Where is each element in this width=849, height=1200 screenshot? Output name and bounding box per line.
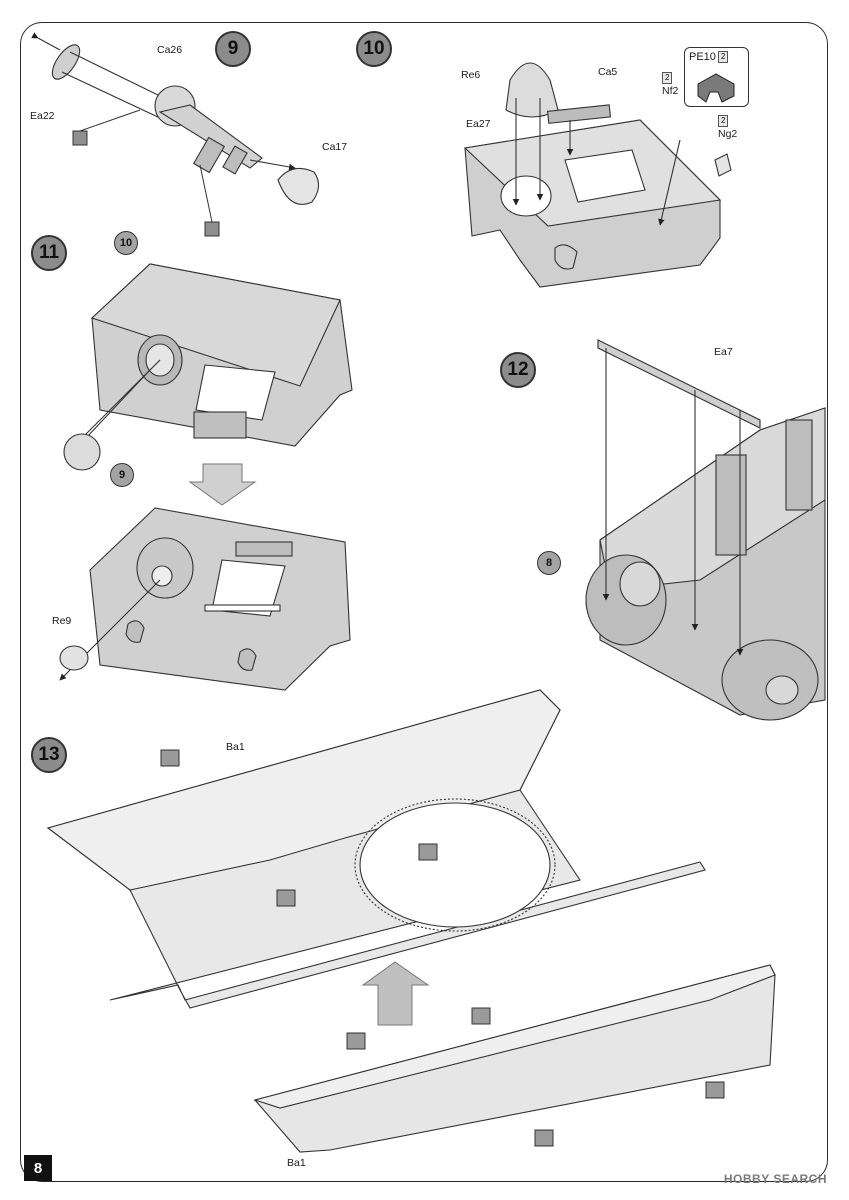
quantity-badge-pe10: 2 (717, 51, 729, 63)
part-label-ng2: 2 Ng2 (718, 115, 737, 140)
part-label-ea27: Ea27 (466, 118, 491, 130)
page-number: 8 (24, 1155, 52, 1181)
part-name-ng2: Ng2 (718, 128, 738, 140)
step9-illustration (31, 32, 320, 205)
step-number-13: 13 (31, 737, 67, 773)
part-label-ca17: Ca17 (322, 141, 348, 153)
part-label-ba1-top: Ba1 (226, 741, 245, 753)
step-number-10: 10 (356, 31, 392, 67)
pe10-detail-box: PE10 2 (684, 47, 749, 107)
glue-symbol-icon (72, 109, 220, 237)
reference-step-10: 10 (114, 231, 138, 255)
drill-hole-icon-group (160, 749, 725, 1147)
part-label-ca26: Ca26 (157, 44, 183, 56)
step11-upper-plate (63, 263, 353, 471)
part-label-ea7: Ea7 (714, 346, 733, 358)
step-number-12: 12 (500, 352, 536, 388)
part-label-ba1-bottom: Ba1 (287, 1157, 306, 1169)
page-frame (20, 22, 828, 1182)
part-label-ca5: Ca5 (598, 66, 618, 78)
part-label-re9: Re9 (52, 615, 72, 627)
step-number-11: 11 (31, 235, 67, 271)
part-name-pe10: PE10 (689, 51, 716, 63)
pe10-label: PE10 2 (689, 51, 729, 63)
part-label-ea22: Ea22 (30, 110, 55, 122)
step-number-9: 9 (215, 31, 251, 67)
part-label-nf2: 2 Nf2 (662, 72, 678, 97)
quantity-badge-nf2: 2 (662, 72, 673, 84)
part-name-nf2: Nf2 (662, 85, 679, 97)
step11-lower-plate (59, 507, 351, 691)
step11-down-arrow-icon (188, 463, 257, 506)
step13-lower-plate (253, 964, 776, 1153)
step10-illustration (463, 62, 732, 288)
quantity-badge-ng2: 2 (718, 115, 729, 127)
reference-step-8: 8 (537, 551, 561, 575)
reference-step-9: 9 (110, 463, 134, 487)
pe10-bracket-icon (697, 73, 735, 103)
part-label-re6: Re6 (461, 69, 481, 81)
step12-illustration (585, 339, 826, 721)
step13-up-arrow-icon (361, 961, 430, 1026)
step13-upper-plate (46, 689, 706, 1009)
watermark-text: HOBBY SEARCH (723, 1172, 827, 1186)
